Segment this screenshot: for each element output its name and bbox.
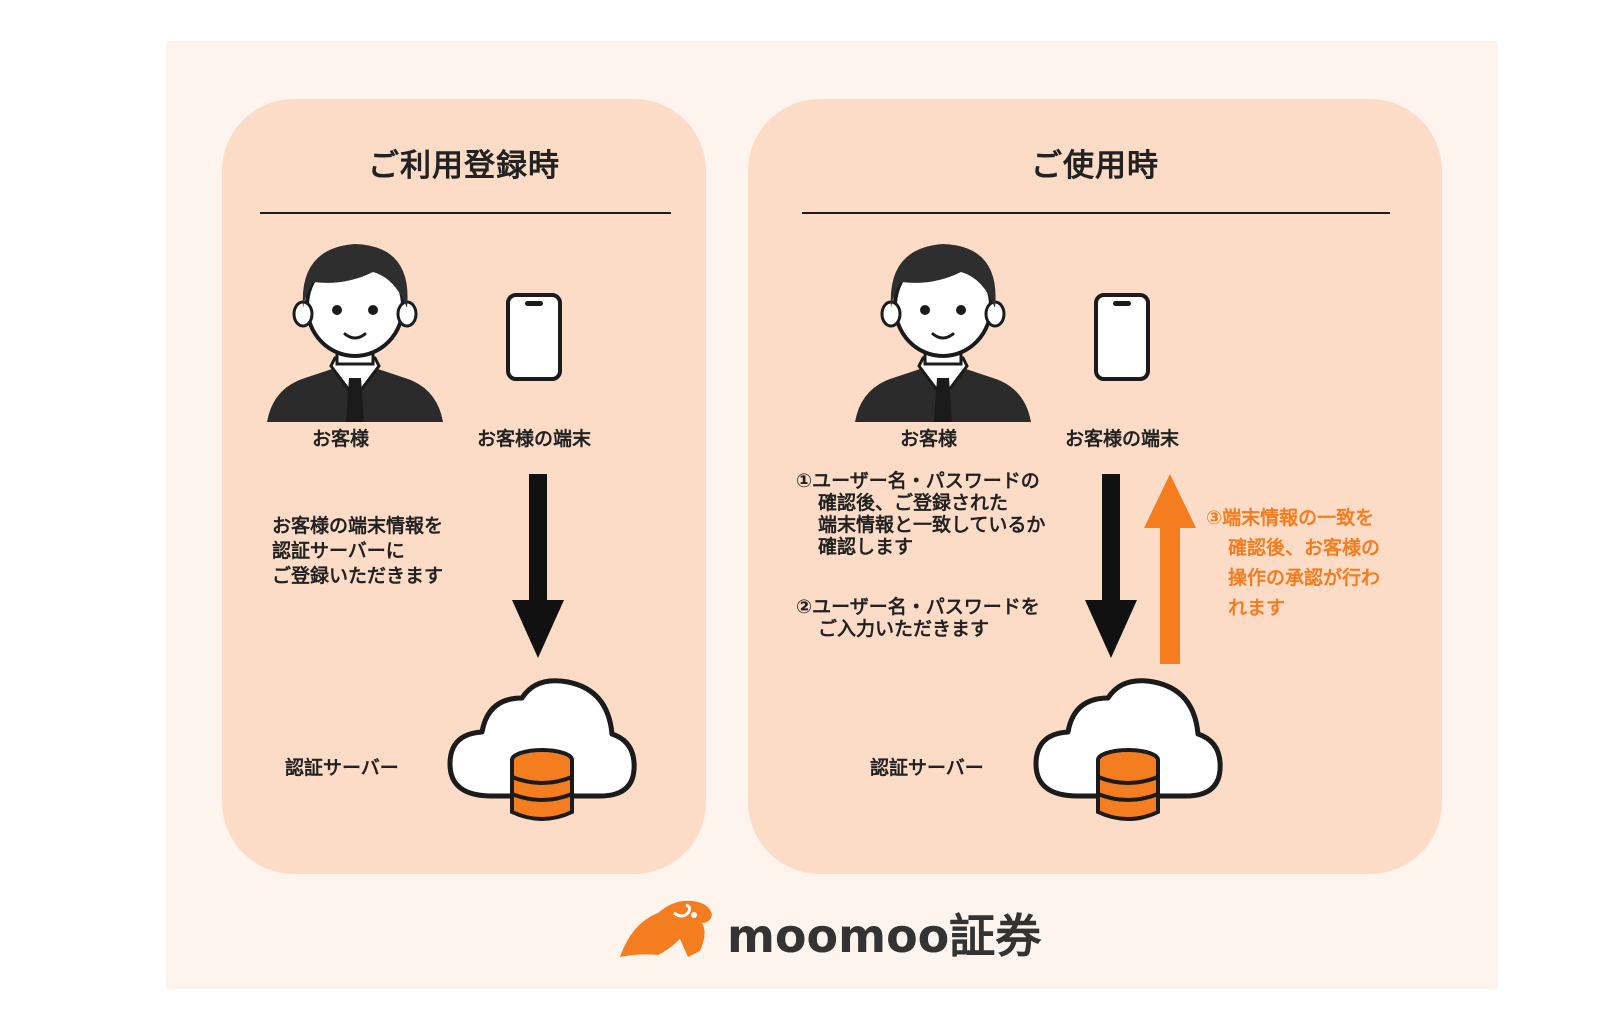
moomoo-logo-icon xyxy=(620,900,712,957)
server-label: 認証サーバー xyxy=(285,757,399,779)
smartphone-icon xyxy=(1094,293,1150,381)
up-arrow-icon xyxy=(1144,474,1196,664)
moomoo-logo-text: moomoo証券 xyxy=(727,909,1042,963)
device-label: お客様の端末 xyxy=(1065,428,1180,450)
step1-note: ①ユーザー名・パスワードの 確認後、ご登録された 端末情報と一致しているか 確認… xyxy=(796,470,1046,558)
cloud-server-icon xyxy=(1033,678,1223,821)
usage-title: ご使用時 xyxy=(1031,148,1159,184)
customer-label: お客様 xyxy=(312,428,370,450)
person-icon xyxy=(267,244,443,422)
person-icon xyxy=(855,244,1031,422)
down-arrow-icon xyxy=(1085,474,1137,658)
step2-note: ②ユーザー名・パスワードを ご入力いただきます xyxy=(796,596,1040,640)
cloud-server-icon xyxy=(447,678,637,821)
down-arrow-icon xyxy=(512,474,564,658)
smartphone-icon xyxy=(506,293,562,381)
registration-title: ご利用登録時 xyxy=(368,148,560,184)
step3-note: ③端末情報の一致を 確認後、お客様の 操作の承認が行わ れます xyxy=(1206,507,1381,619)
usage-divider xyxy=(802,212,1390,214)
customer-label: お客様 xyxy=(900,428,958,450)
registration-description: お客様の端末情報を 認証サーバーに ご登録いただきます xyxy=(272,515,444,587)
device-label: お客様の端末 xyxy=(477,428,592,450)
registration-divider xyxy=(260,212,671,214)
server-label: 認証サーバー xyxy=(870,757,984,779)
